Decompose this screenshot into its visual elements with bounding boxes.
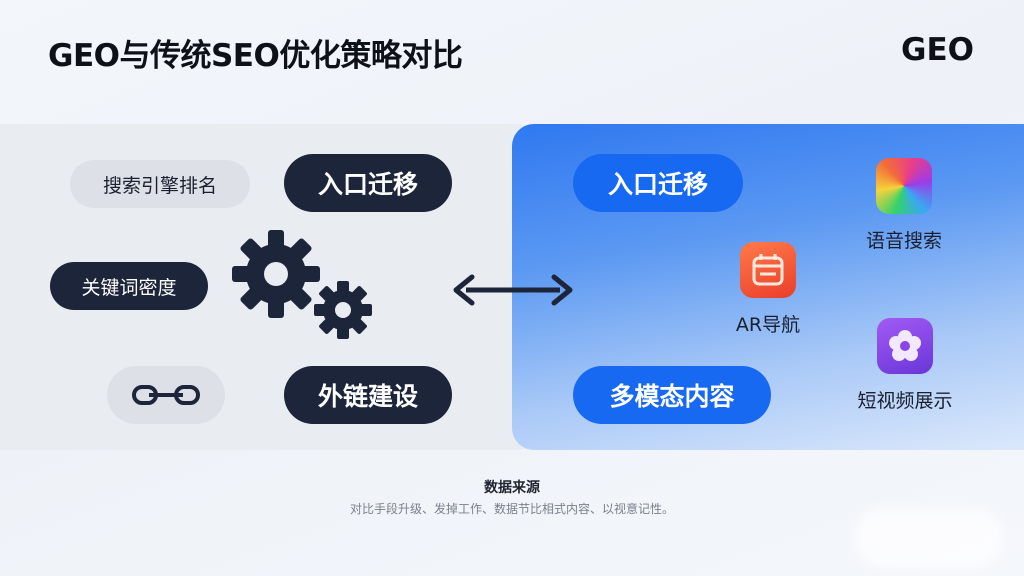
double-arrow-icon bbox=[453, 274, 573, 306]
entry-migration-pill-right: 入口迁移 bbox=[573, 154, 743, 212]
link-building-pill: 外链建设 bbox=[284, 366, 452, 424]
voice-search-label: 语音搜索 bbox=[865, 230, 942, 252]
voice-app-icon bbox=[876, 158, 932, 214]
ar-nav-label: AR导航 bbox=[735, 314, 801, 336]
decorative-glow bbox=[854, 508, 1004, 568]
search-rank-pill: 搜索引擎排名 bbox=[70, 160, 250, 208]
keyword-density-pill: 关键词密度 bbox=[50, 262, 208, 310]
flower-icon bbox=[877, 318, 933, 374]
multimodal-pill: 多模态内容 bbox=[573, 366, 771, 424]
gears-icon bbox=[232, 230, 372, 339]
brand-logo-text: GEO bbox=[901, 32, 974, 68]
source-description: 对比手段升级、发掉工作、数据节比相式内容、以视意记性。 bbox=[349, 502, 674, 516]
calendar-icon bbox=[740, 242, 796, 298]
entry-migration-pill-left: 入口迁移 bbox=[284, 154, 452, 212]
link-icon-pill bbox=[107, 366, 225, 424]
link-icon bbox=[132, 385, 200, 405]
page-title: GEO与传统SEO优化策略对比 bbox=[48, 38, 463, 74]
source-title: 数据来源 bbox=[484, 480, 540, 496]
short-video-label: 短视频展示 bbox=[857, 390, 953, 412]
